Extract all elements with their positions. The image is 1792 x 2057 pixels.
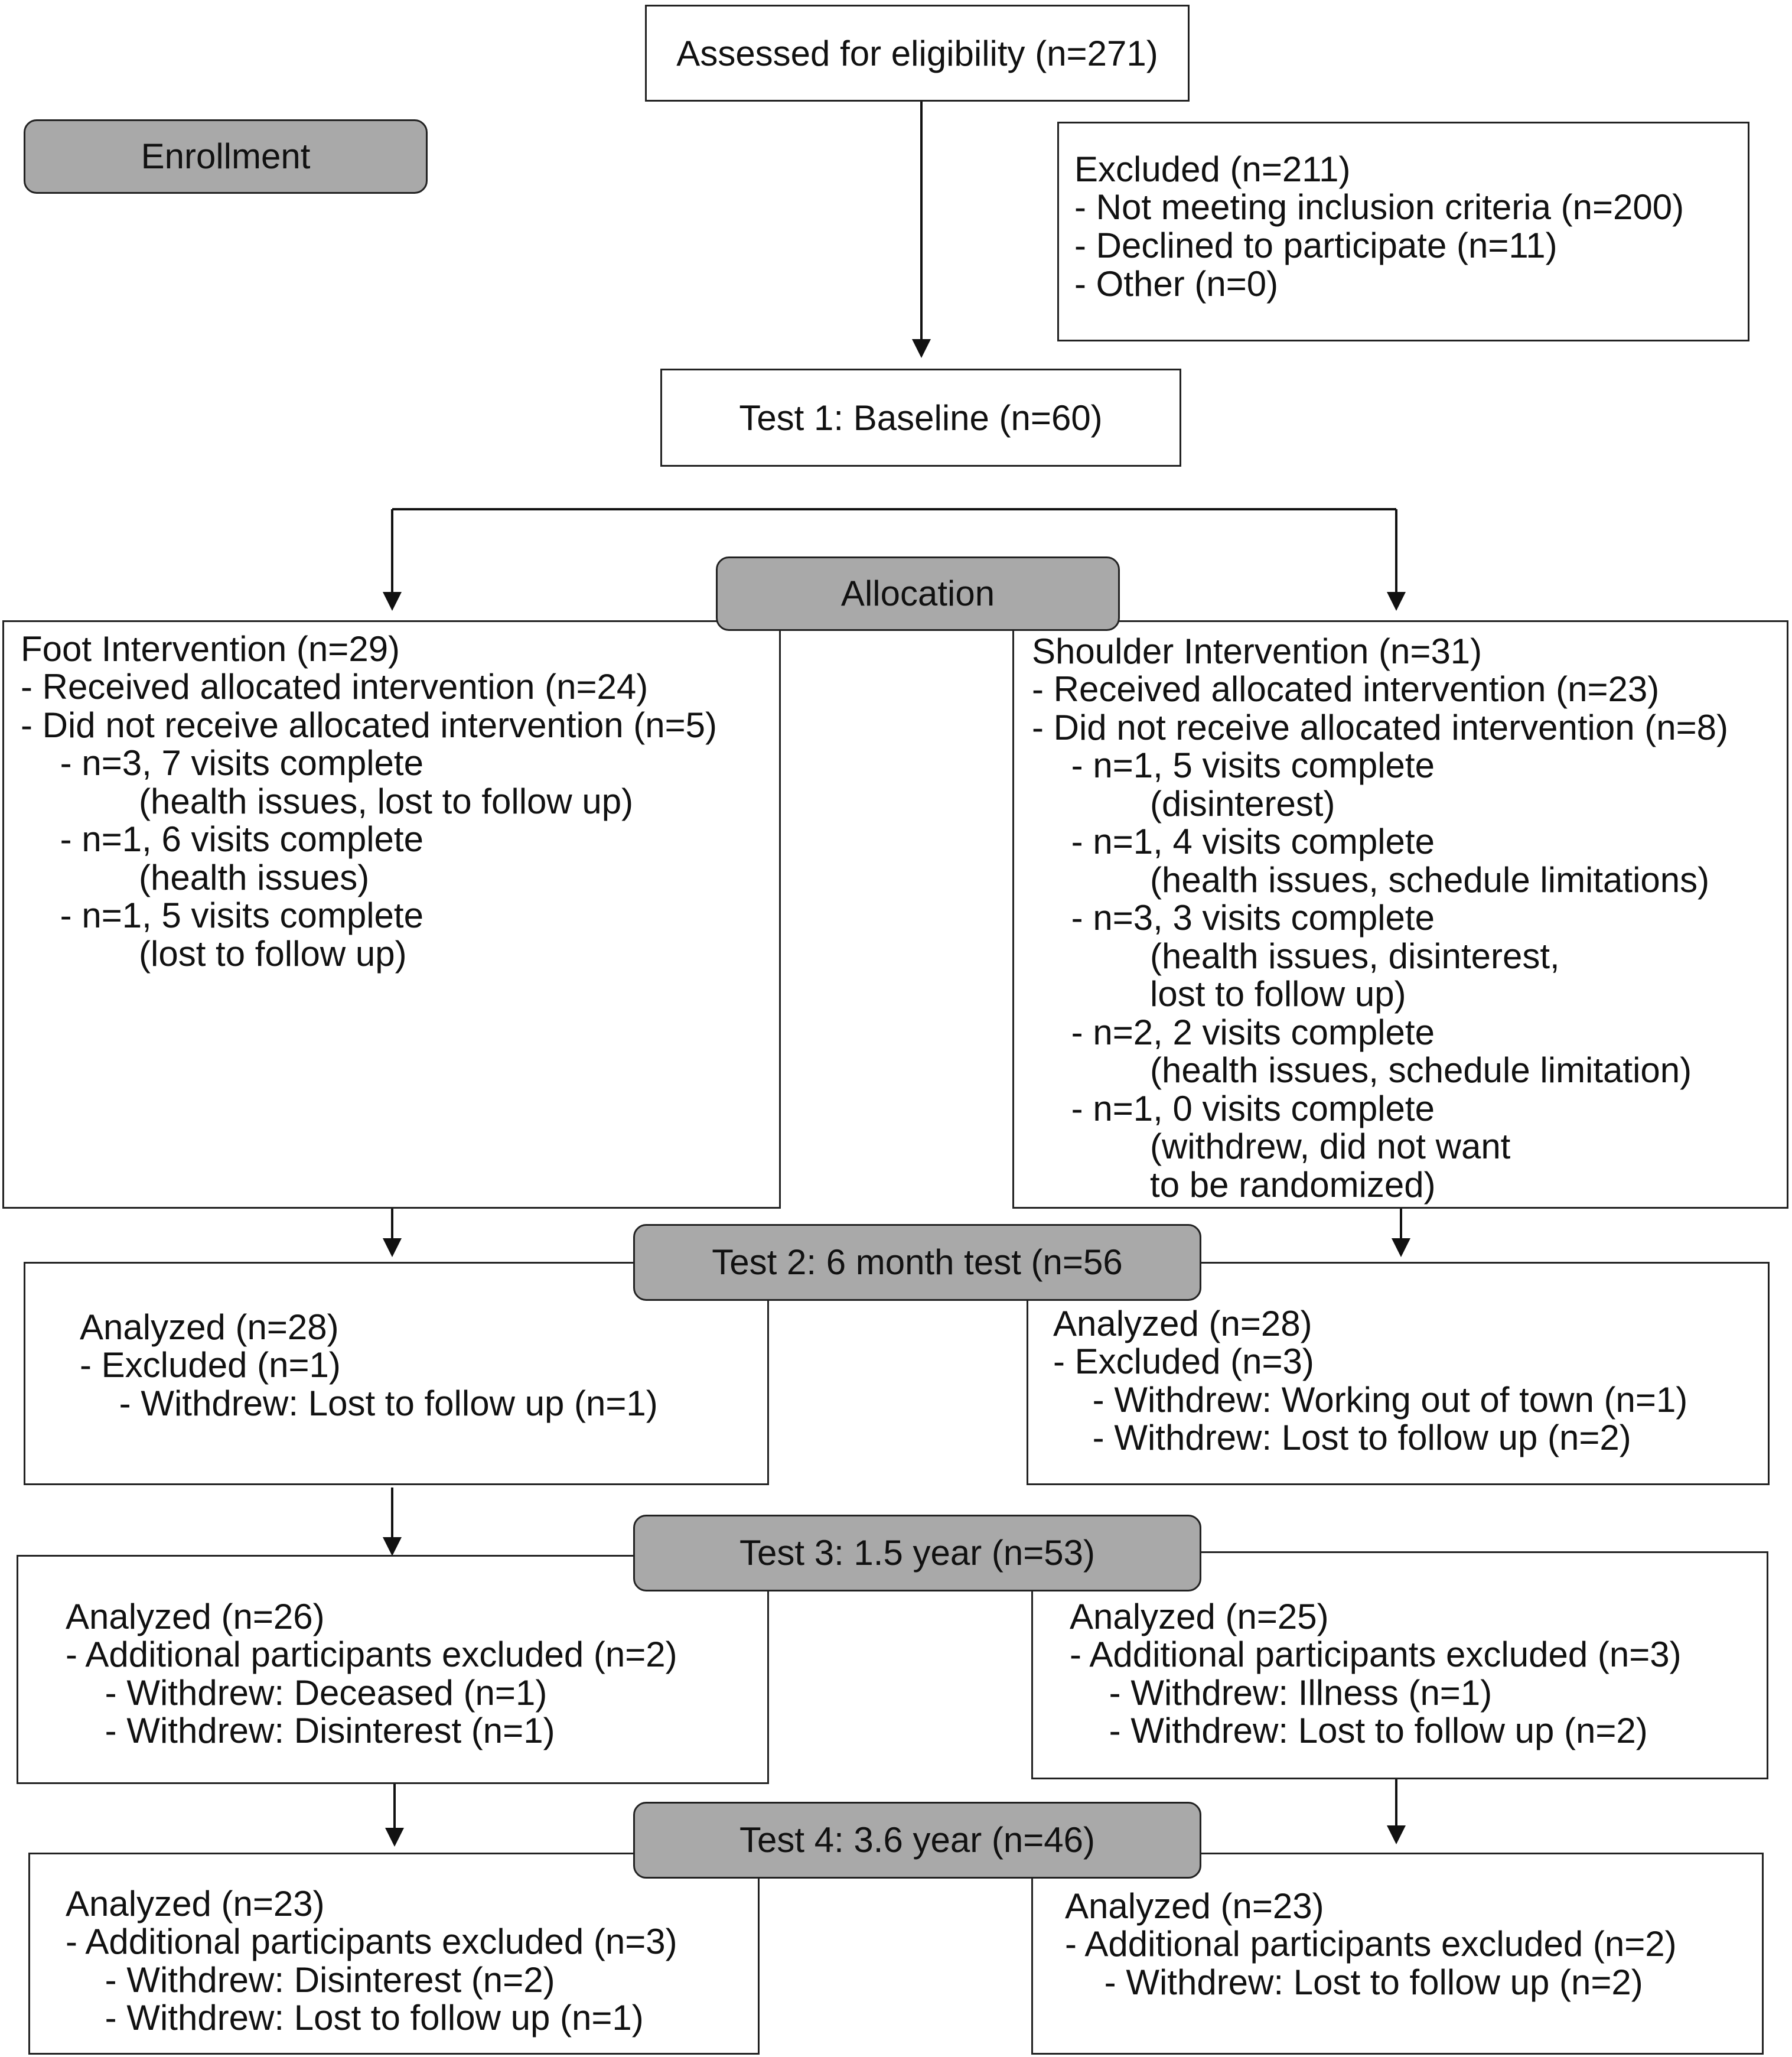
test4-foot-line: Analyzed (n=23) [66, 1884, 325, 1923]
test3-foot-box: Analyzed (n=26) - Additional participant… [17, 1555, 769, 1784]
test2-shoulder-line: Analyzed (n=28) [1053, 1304, 1312, 1343]
test4-foot-box: Analyzed (n=23) - Additional participant… [28, 1853, 760, 2055]
shoulder-intervention-line: Shoulder Intervention (n=31) [1032, 632, 1483, 671]
foot-intervention-line: - n=1, 6 visits complete [21, 819, 423, 859]
foot-intervention-line: Foot Intervention (n=29) [21, 629, 400, 669]
shoulder-intervention-line: to be randomized) [1032, 1165, 1436, 1205]
excluded-line: Excluded (n=211) [1074, 149, 1351, 189]
test4-shoulder-line: Analyzed (n=23) [1065, 1886, 1324, 1926]
foot-intervention-line: (lost to follow up) [21, 934, 407, 974]
test2-foot-line: Analyzed (n=28) [80, 1307, 339, 1347]
test4-foot-line: - Additional participants excluded (n=3) [66, 1922, 677, 1961]
test3-shoulder-line: Analyzed (n=25) [1070, 1597, 1329, 1636]
shoulder-intervention-line: - n=1, 0 visits complete [1032, 1089, 1435, 1128]
shoulder-intervention-line: - Did not receive allocated intervention… [1032, 708, 1728, 747]
excluded-line: - Not meeting inclusion criteria (n=200) [1074, 187, 1685, 227]
test4-shoulder-box: Analyzed (n=23) - Additional participant… [1031, 1853, 1764, 2055]
assessed-eligibility-text: Assessed for eligibility (n=271) [676, 33, 1158, 73]
baseline-box: Test 1: Baseline (n=60) [660, 369, 1181, 467]
excluded-box: Excluded (n=211) - Not meeting inclusion… [1057, 122, 1749, 341]
test3-label: Test 3: 1.5 year (n=53) [633, 1515, 1201, 1591]
foot-intervention-line: (health issues) [21, 858, 370, 897]
shoulder-intervention-line: lost to follow up) [1032, 974, 1406, 1014]
shoulder-intervention-line: (health issues, schedule limitation) [1032, 1050, 1692, 1090]
allocation-label: Allocation [716, 556, 1120, 631]
test3-shoulder-line: - Additional participants excluded (n=3) [1070, 1635, 1682, 1674]
test3-shoulder-line: - Withdrew: Lost to follow up (n=2) [1070, 1711, 1648, 1750]
shoulder-intervention-line: (withdrew, did not want [1032, 1127, 1511, 1166]
shoulder-intervention-line: - Received allocated intervention (n=23) [1032, 669, 1660, 709]
test4-shoulder-line: - Withdrew: Lost to follow up (n=2) [1065, 1962, 1643, 2002]
excluded-line: - Declined to participate (n=11) [1074, 226, 1558, 265]
test4-label: Test 4: 3.6 year (n=46) [633, 1802, 1201, 1879]
test3-foot-line: Analyzed (n=26) [66, 1597, 325, 1636]
foot-intervention-line: (health issues, lost to follow up) [21, 782, 634, 821]
test3-foot-line: - Additional participants excluded (n=2) [66, 1635, 677, 1674]
foot-intervention-line: - n=3, 7 visits complete [21, 743, 423, 783]
shoulder-intervention-line: (health issues, schedule limitations) [1032, 860, 1710, 900]
shoulder-intervention-line: - n=1, 4 visits complete [1032, 822, 1435, 861]
test4-foot-line: - Withdrew: Disinterest (n=2) [66, 1960, 555, 2000]
excluded-line: - Other (n=0) [1074, 264, 1279, 304]
test4-foot-line: - Withdrew: Lost to follow up (n=1) [66, 1998, 644, 2038]
shoulder-intervention-line: (disinterest) [1032, 784, 1335, 824]
foot-intervention-line: - Did not receive allocated intervention… [21, 705, 717, 745]
foot-intervention-line: - n=1, 5 visits complete [21, 896, 423, 935]
test3-foot-line: - Withdrew: Deceased (n=1) [66, 1673, 548, 1713]
shoulder-intervention-box: Shoulder Intervention (n=31) - Received … [1012, 620, 1788, 1209]
test2-shoulder-line: - Withdrew: Lost to follow up (n=2) [1053, 1418, 1631, 1457]
shoulder-intervention-line: (health issues, disinterest, [1032, 936, 1560, 976]
test2-label: Test 2: 6 month test (n=56 [633, 1224, 1201, 1301]
test3-foot-line: - Withdrew: Disinterest (n=1) [66, 1711, 555, 1750]
test4-shoulder-line: - Additional participants excluded (n=2) [1065, 1924, 1677, 1964]
shoulder-intervention-line: - n=1, 5 visits complete [1032, 746, 1435, 785]
test3-shoulder-line: - Withdrew: Illness (n=1) [1070, 1673, 1493, 1713]
test2-foot-line: - Excluded (n=1) [80, 1345, 341, 1385]
baseline-text: Test 1: Baseline (n=60) [739, 398, 1103, 438]
assessed-eligibility-box: Assessed for eligibility (n=271) [645, 5, 1190, 102]
enrollment-label: Enrollment [24, 119, 428, 194]
foot-intervention-line: - Received allocated intervention (n=24) [21, 667, 649, 707]
test2-shoulder-line: - Excluded (n=3) [1053, 1342, 1314, 1381]
foot-intervention-box: Foot Intervention (n=29) - Received allo… [2, 620, 781, 1209]
test2-foot-line: - Withdrew: Lost to follow up (n=1) [80, 1384, 658, 1423]
shoulder-intervention-line: - n=2, 2 visits complete [1032, 1013, 1435, 1052]
test2-shoulder-line: - Withdrew: Working out of town (n=1) [1053, 1380, 1688, 1420]
shoulder-intervention-line: - n=3, 3 visits complete [1032, 898, 1435, 938]
